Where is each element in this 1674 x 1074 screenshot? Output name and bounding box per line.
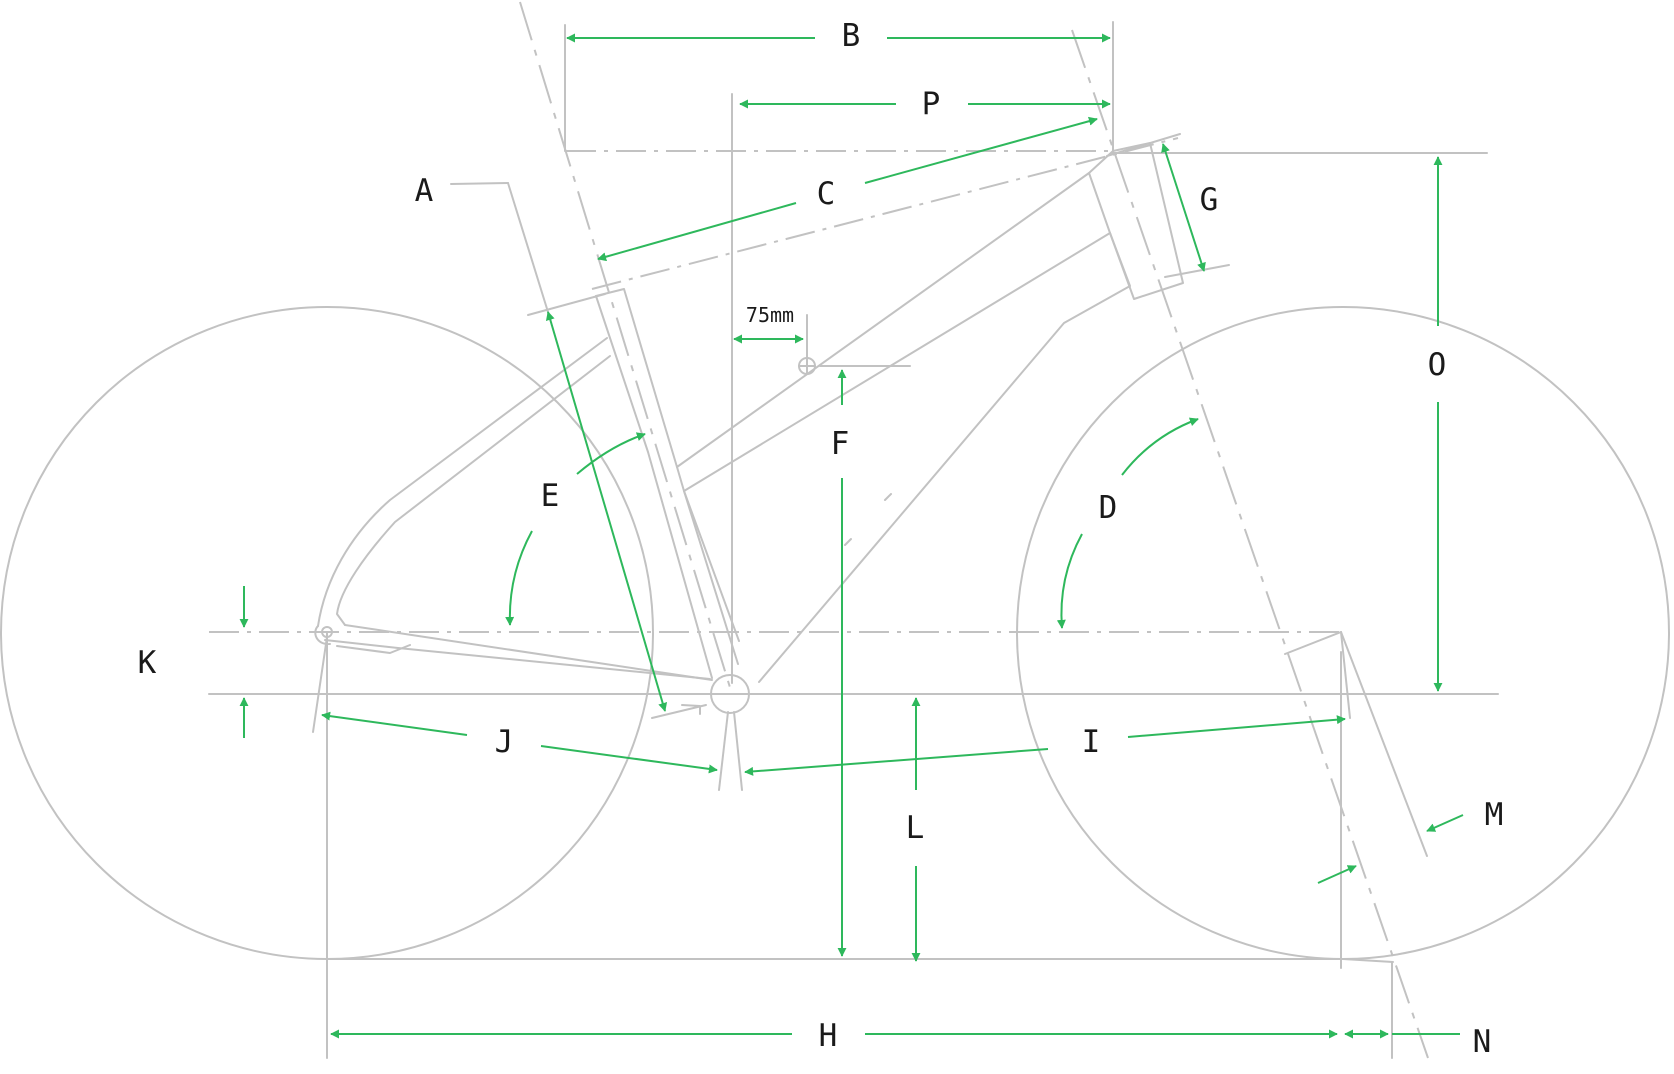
arrow-c-right (864, 116, 1098, 184)
dimension-arrows (239, 33, 1464, 1039)
label-l: L (906, 810, 925, 846)
label-i: I (1082, 724, 1101, 760)
arrow-c-left (597, 202, 797, 262)
fork-leg (1340, 631, 1428, 857)
label-k: K (138, 645, 157, 681)
arrow-m-upper (1426, 814, 1464, 832)
arrow-i-left (744, 748, 1049, 776)
bottle-boss-lower (844, 538, 852, 546)
seat-tube-axis (519, 1, 733, 695)
seat-stay-inner (336, 355, 611, 626)
chainring-guard (651, 704, 707, 719)
bottle-boss-upper (884, 493, 892, 501)
arrow-j-right (540, 745, 718, 774)
label-g: G (1200, 182, 1219, 218)
trail-ground-stub (1342, 958, 1394, 963)
arrow-d-lower (1056, 533, 1083, 629)
crank-right (733, 711, 743, 791)
arrow-m-lower (1317, 865, 1357, 884)
fork-leg-lower (1340, 631, 1351, 719)
rear-derailleur-hanger (312, 636, 328, 733)
bike-frame (312, 142, 1428, 857)
label-n: N (1473, 1024, 1492, 1060)
effective-top-tube (591, 137, 1179, 290)
label-d: D (1099, 490, 1118, 526)
arrow-d-upper (1121, 417, 1199, 476)
leader-a-diagonal (507, 182, 549, 313)
down-tube (676, 172, 1111, 642)
label-b: B (842, 18, 861, 54)
reference-lines (208, 1, 1499, 1059)
crank-left (718, 711, 729, 791)
label-e: E (541, 478, 560, 514)
label-p: P (922, 86, 941, 122)
seat-tube (595, 288, 739, 665)
label-f: F (831, 426, 850, 462)
chain-stay-dropout (336, 644, 411, 654)
leader-a-horizontal (450, 182, 509, 185)
dimension-labels: A B C D E F G H I J K L M N O P 75mm (138, 18, 1504, 1060)
seat-tube-top-tick (527, 293, 606, 316)
label-75mm: 75mm (746, 303, 794, 327)
head-tube-axis (1071, 29, 1429, 1059)
arrow-e-upper (576, 432, 646, 475)
chain-stay-lower (344, 624, 713, 681)
down-tube-lower (758, 232, 1131, 683)
arrow-g (1161, 143, 1206, 272)
label-j: J (495, 724, 514, 760)
arrow-e-lower (505, 530, 533, 626)
arrow-a (545, 311, 668, 712)
fork-crown-tick (1284, 631, 1342, 655)
head-tube-bottom-tick (1164, 264, 1230, 278)
label-m: M (1485, 797, 1504, 833)
label-c: C (817, 176, 836, 212)
label-o: O (1428, 347, 1447, 383)
arrow-i-right (1127, 715, 1346, 738)
label-a: A (415, 173, 434, 209)
seat-stay (317, 337, 608, 627)
seat-tube-inner (595, 295, 713, 679)
bottom-bracket (710, 674, 750, 714)
arrow-j-left (321, 711, 468, 736)
label-h: H (819, 1018, 838, 1054)
